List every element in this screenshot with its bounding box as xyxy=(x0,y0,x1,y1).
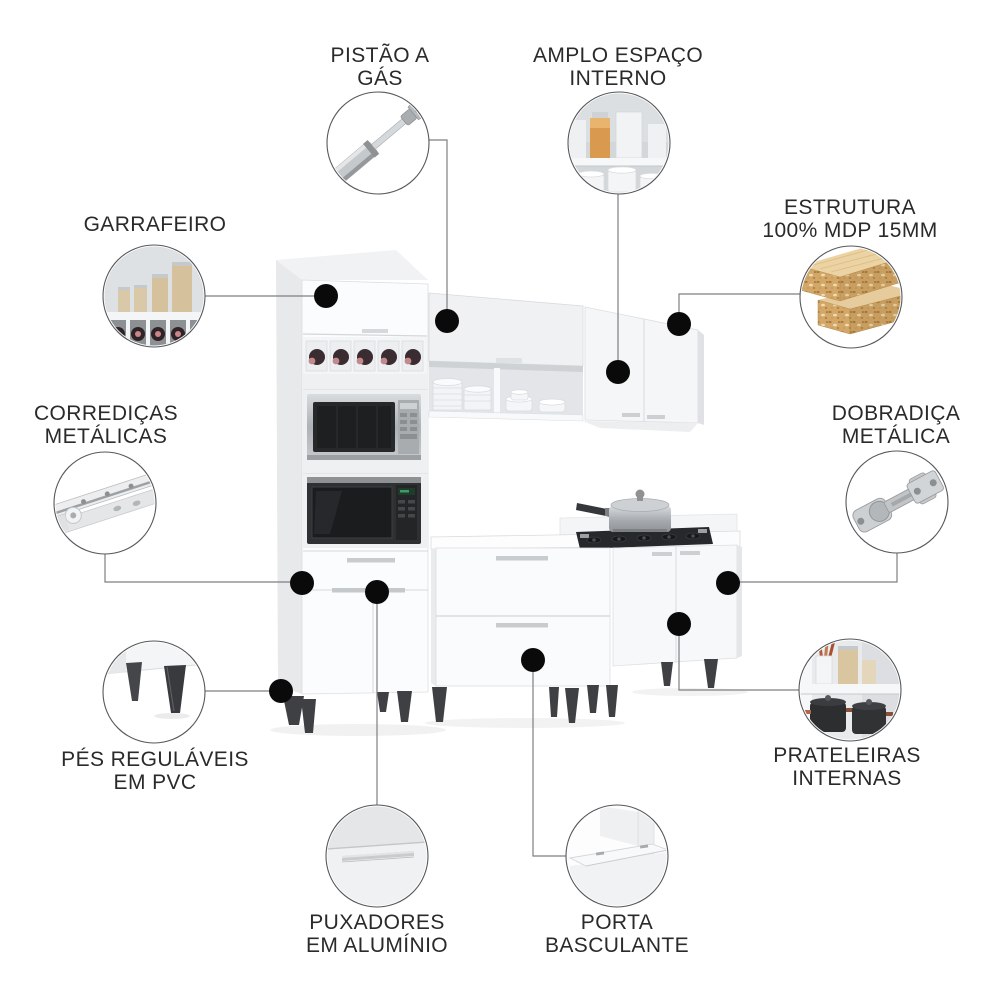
canisters xyxy=(118,262,192,312)
connector-prateleiras xyxy=(678,624,799,691)
door-handle xyxy=(647,415,665,419)
label-line: BASCULANTE xyxy=(544,934,690,957)
bottle-rack-icon xyxy=(104,246,204,346)
label-line: INTERNO xyxy=(569,67,667,90)
wine-bottles xyxy=(308,349,421,365)
label-line: DOBRADIÇA xyxy=(831,402,961,425)
callout-label-porta: PORTA BASCULANTE xyxy=(545,911,689,957)
stacked-bowls xyxy=(505,389,566,413)
dot-garrafeiro xyxy=(314,284,338,308)
tall-cabinet xyxy=(276,250,429,695)
callout-label-estrutura: ESTRUTURA 100% MDP 15MM xyxy=(762,196,937,242)
label-line: METÁLICA xyxy=(841,425,951,448)
aluminum-handle-icon xyxy=(327,806,427,906)
callout-circle-corredicas xyxy=(53,451,157,555)
dot-puxadores xyxy=(365,580,389,604)
label-line: PUXADORES xyxy=(309,911,445,934)
connector-dobradica xyxy=(728,553,898,583)
label-line: EM PVC xyxy=(113,771,197,794)
label-line: PRATELEIRAS xyxy=(773,744,921,767)
label-line: INTERNAS xyxy=(792,767,902,790)
metal-hinge-icon xyxy=(852,470,944,533)
dot-dobradica xyxy=(716,571,740,595)
drawer-handle xyxy=(347,558,395,563)
dot-pistao xyxy=(435,309,459,333)
wine-rack xyxy=(303,337,427,374)
cabinet-feet xyxy=(283,659,718,733)
open-shelf xyxy=(428,361,584,422)
callout-circle-garrafeiro xyxy=(102,244,206,348)
label-line: PISTÃO A xyxy=(330,44,430,67)
door-handle xyxy=(652,552,672,556)
callout-circle-dobradica xyxy=(845,450,949,554)
label-line: PÉS REGULÁVEIS xyxy=(61,748,249,771)
callout-circle-puxadores xyxy=(325,804,429,908)
stacked-plates xyxy=(432,378,492,411)
mdp-board-icon xyxy=(801,248,901,335)
base-cabinet-cooktop xyxy=(612,544,742,667)
callout-circle-pes xyxy=(102,640,206,744)
callout-label-amplo: AMPLO ESPAÇO INTERNO xyxy=(533,44,703,90)
label-line: 100% MDP 15MM xyxy=(762,219,938,242)
connector-corredicas xyxy=(104,554,302,583)
floor-shadow xyxy=(270,724,446,736)
label-line: ESTRUTURA xyxy=(784,196,916,219)
callout-label-corredicas: CORREDIÇAS METÁLICAS xyxy=(34,402,178,448)
flip-up-door-icon xyxy=(567,806,667,906)
wall-cabinet xyxy=(428,292,704,432)
kitchen-illustration xyxy=(270,250,748,736)
dot-porta xyxy=(521,648,545,672)
callout-circle-porta xyxy=(565,804,669,908)
drawer-slide-icon xyxy=(55,472,155,536)
dot-prateleiras xyxy=(667,612,691,636)
label-line: GARRAFEIRO xyxy=(83,213,227,236)
dot-corredicas xyxy=(290,571,314,595)
dot-amplo xyxy=(606,360,630,384)
connector-lines xyxy=(104,139,898,857)
internal-shelves-icon xyxy=(800,640,900,740)
microwave-lower xyxy=(307,477,421,544)
callout-circle-prateleiras xyxy=(798,638,902,742)
connector-pistao xyxy=(429,139,448,321)
callout-circle-amplo xyxy=(567,91,671,195)
connector-estrutura xyxy=(678,293,800,324)
connector-porta xyxy=(532,660,566,857)
door-handle xyxy=(680,551,700,555)
door-handle xyxy=(622,413,640,417)
base-cabinets xyxy=(283,489,742,733)
drawer-handle xyxy=(496,623,548,628)
callout-dots xyxy=(269,284,740,703)
callout-label-dobradica: DOBRADIÇA METÁLICA xyxy=(832,402,960,448)
label-line: CORREDIÇAS xyxy=(33,402,179,425)
callout-circle-pistao xyxy=(326,91,430,195)
drawer-handle xyxy=(496,556,548,561)
door-handle xyxy=(362,329,388,333)
callout-label-puxadores: PUXADORES EM ALUMÍNIO xyxy=(306,911,448,957)
open-shelf-dishes-icon xyxy=(569,93,669,193)
flip-door-handle xyxy=(496,358,522,363)
floor-shadow xyxy=(632,688,748,696)
callout-circle-estrutura xyxy=(799,245,903,349)
callout-label-garrafeiro: GARRAFEIRO xyxy=(84,213,227,236)
base-cabinet-drawers xyxy=(431,547,611,687)
dot-pes xyxy=(269,679,293,703)
shelf-pots xyxy=(804,695,893,734)
saucepan xyxy=(576,489,671,532)
label-line: AMPLO ESPAÇO xyxy=(532,44,704,67)
shelf-top-items xyxy=(815,640,876,685)
label-line: METÁLICAS xyxy=(44,425,168,448)
callout-label-pistao: PISTÃO A GÁS xyxy=(331,44,430,90)
callout-label-prateleiras: PRATELEIRAS INTERNAS xyxy=(773,744,921,790)
bottle-cubbies xyxy=(104,320,204,346)
cooktop xyxy=(576,527,713,549)
dot-estrutura xyxy=(667,312,691,336)
label-line: GÁS xyxy=(357,67,403,90)
callout-label-pes: PÉS REGULÁVEIS EM PVC xyxy=(61,748,249,794)
microwave-upper xyxy=(307,394,421,460)
label-line: EM ALUMÍNIO xyxy=(305,934,449,957)
floor-shadow xyxy=(425,718,625,728)
label-line: PORTA xyxy=(580,911,654,934)
